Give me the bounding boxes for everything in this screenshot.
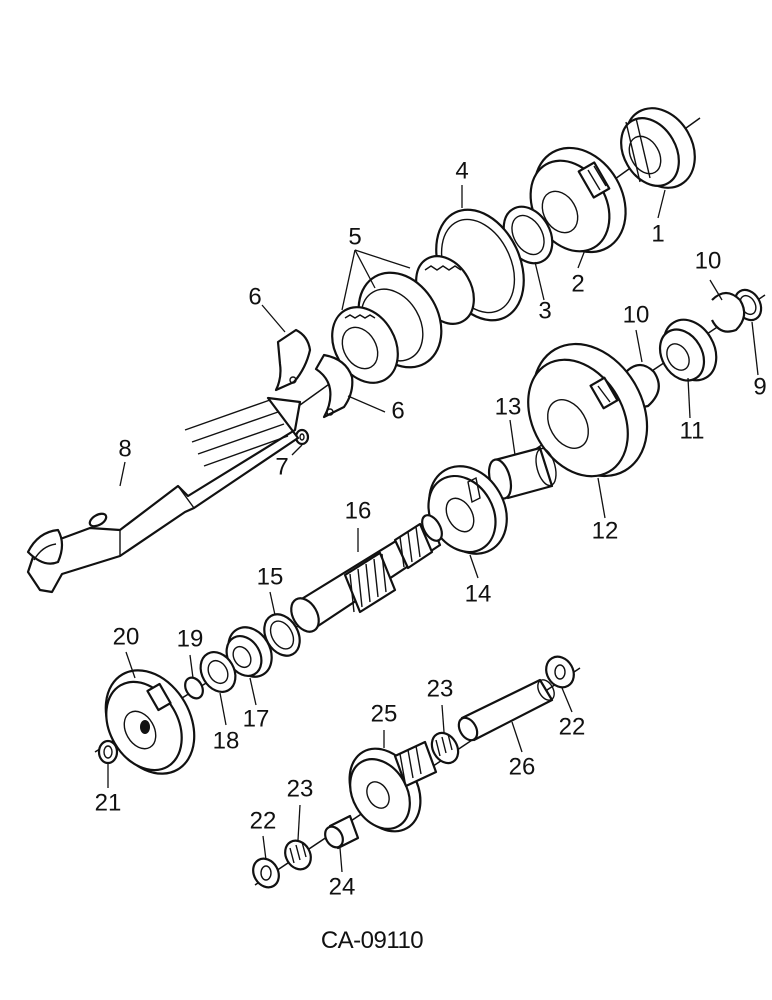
- part-23-needle-bearing-upper: [430, 731, 460, 765]
- callout-18: 18: [213, 727, 240, 754]
- part-6-fork-half-lower: [314, 353, 354, 419]
- callout-5: 5: [348, 223, 361, 250]
- part-19-snap-ring: [184, 676, 204, 700]
- callout-24: 24: [329, 873, 356, 900]
- callout-1: 1: [651, 220, 664, 247]
- part-10-snap-ring-upper: [711, 291, 746, 333]
- callout-23-upper: 23: [427, 675, 454, 702]
- part-12-large-gear: [527, 342, 649, 478]
- callout-11: 11: [680, 417, 705, 444]
- part-26-idler-shaft: [457, 678, 555, 742]
- part-25-reverse-idler-gear: [348, 740, 438, 833]
- callout-labels: 1 2 3 4 5 6 6 7 8 9 10 10 11 12 13 14 16…: [95, 157, 767, 900]
- part-5-synchronizer-assembly: [331, 255, 475, 384]
- part-14-gear: [427, 465, 508, 555]
- part-6-fork-half-upper: [274, 328, 312, 392]
- part-23-needle-bearing-lower: [284, 839, 312, 871]
- callout-10-upper: 10: [695, 247, 722, 274]
- callout-6-upper: 6: [248, 283, 261, 310]
- callout-4: 4: [455, 157, 468, 184]
- part-11-bearing: [658, 318, 718, 382]
- part-18-bearing-race: [199, 651, 237, 693]
- part-22-thrust-washer-lower: [252, 857, 280, 889]
- part-21-snap-ring: [97, 739, 119, 765]
- callout-19: 19: [177, 625, 204, 652]
- callout-10-lower: 10: [623, 301, 650, 328]
- callout-12: 12: [592, 517, 619, 544]
- part-22-thrust-washer-upper: [545, 655, 575, 689]
- leader-lines: [107, 185, 759, 873]
- callout-13: 13: [495, 393, 522, 420]
- drawing-id: CA-09110: [321, 927, 423, 954]
- callout-21: 21: [95, 789, 122, 816]
- callout-15: 15: [257, 563, 284, 590]
- callout-25: 25: [371, 700, 398, 727]
- callout-7: 7: [275, 453, 288, 480]
- callout-22-lower: 22: [250, 807, 277, 834]
- callout-17: 17: [243, 705, 270, 732]
- callout-9: 9: [753, 373, 766, 400]
- part-8-mainshaft: [26, 396, 302, 594]
- part-16-countershaft: [290, 514, 443, 633]
- part-20-gear: [104, 669, 196, 775]
- callout-6-lower: 6: [391, 397, 404, 424]
- callout-14: 14: [465, 580, 492, 607]
- part-1-bearing: [620, 107, 696, 189]
- callout-3: 3: [538, 297, 551, 324]
- part-17-bearing: [225, 626, 273, 678]
- callout-2: 2: [571, 270, 584, 297]
- callout-8: 8: [118, 435, 131, 462]
- callout-26: 26: [509, 753, 536, 780]
- callout-16: 16: [345, 497, 372, 524]
- callout-20: 20: [113, 623, 140, 650]
- callout-22-upper: 22: [559, 713, 586, 740]
- callout-23-lower: 23: [287, 775, 314, 802]
- part-24-spacer: [324, 814, 360, 850]
